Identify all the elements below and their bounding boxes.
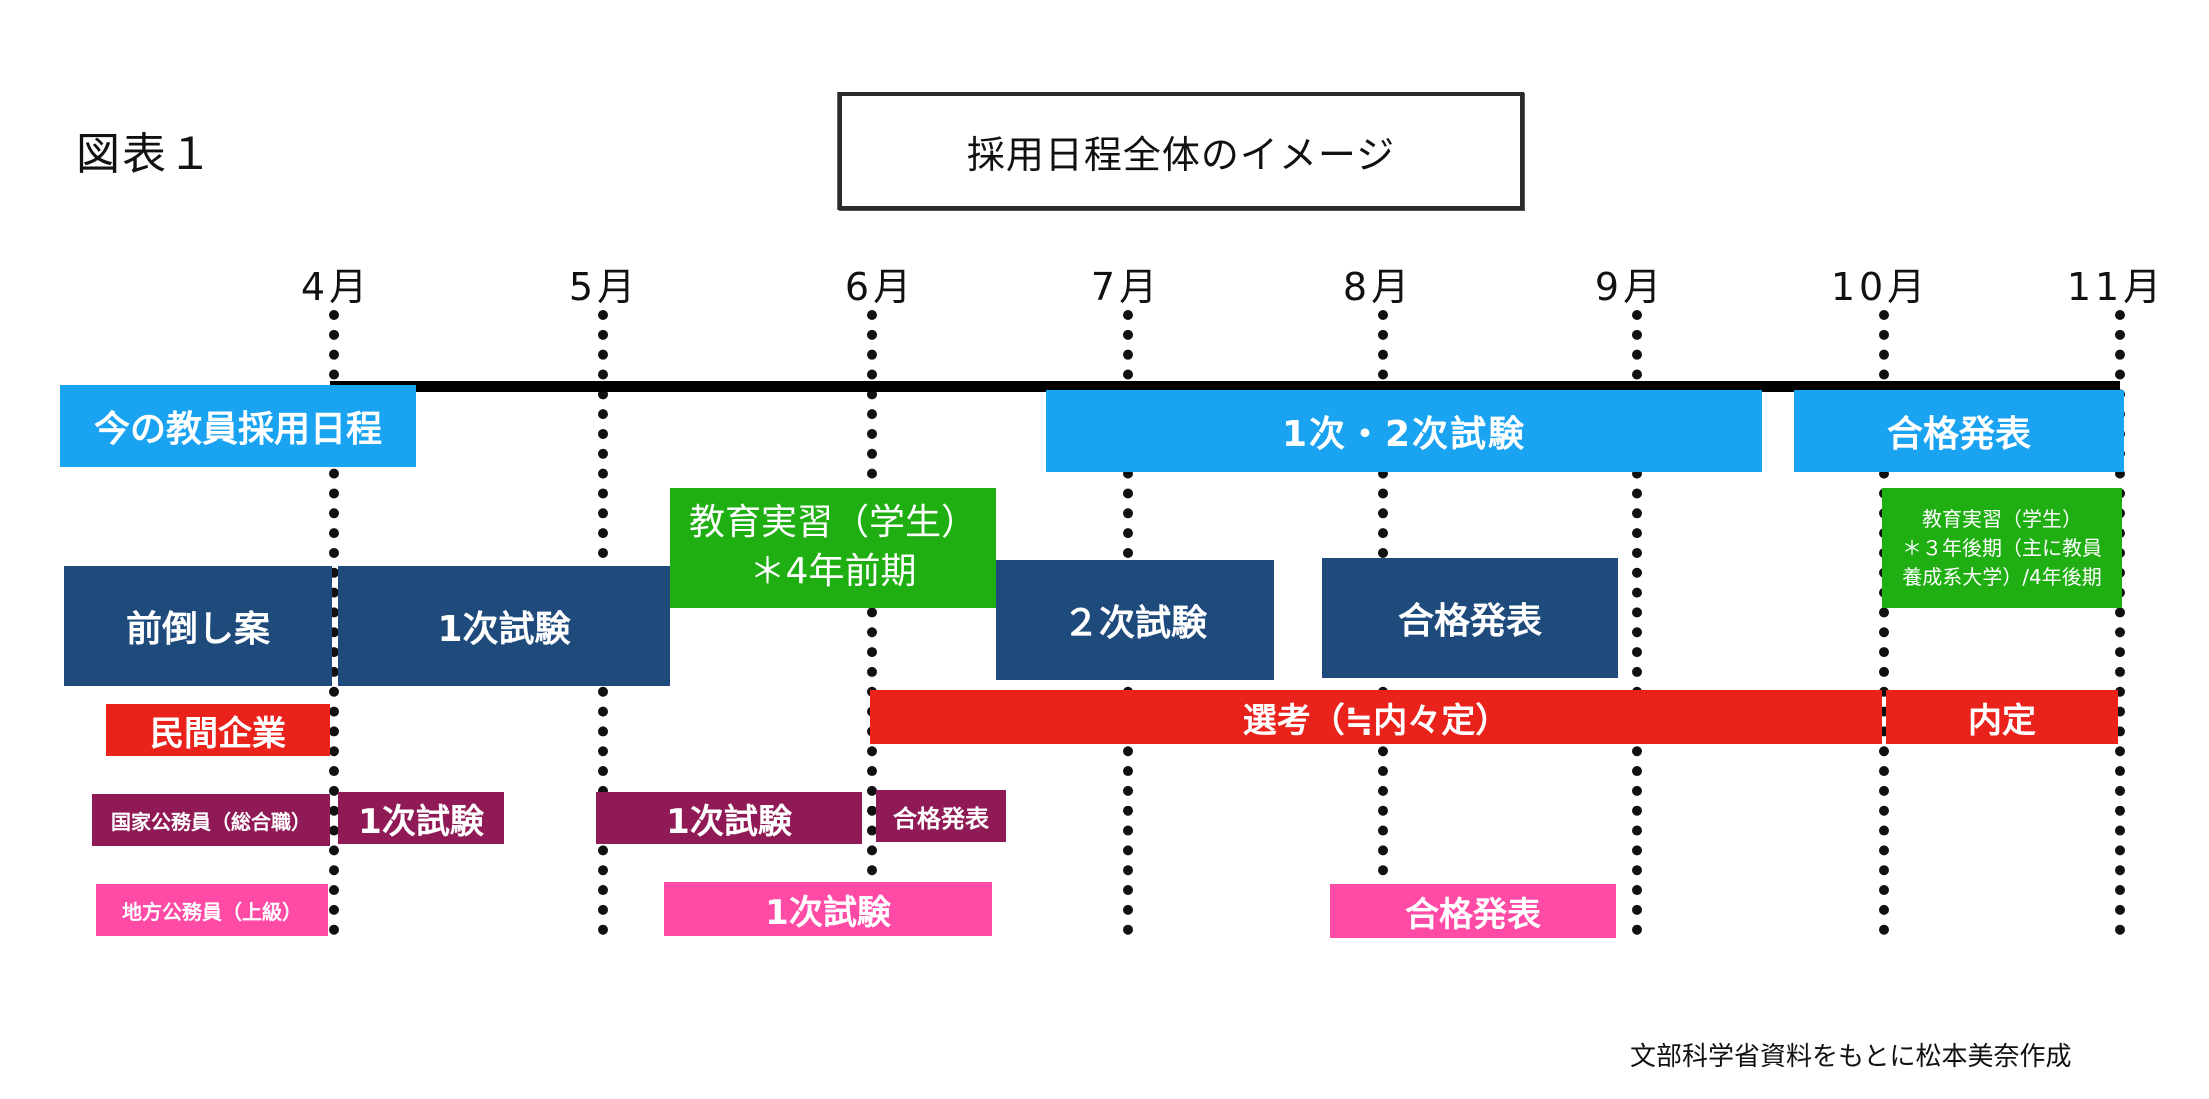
local-civil-service-label: 地方公務員（上級） (96, 884, 328, 936)
diagram-title: 採用日程全体のイメージ (838, 92, 1524, 210)
national-civil-service-label: 国家公務員（総合職） (92, 794, 330, 846)
month-gridline-nov (2115, 310, 2125, 935)
proposal-first-exam-bar: 1次試験 (338, 566, 670, 686)
month-label-jun: 6月 (844, 265, 916, 309)
proposal-practicum-line2: ＊4年前期 (749, 551, 917, 592)
national-first-exam-b-bar: 1次試験 (596, 792, 862, 844)
month-label-aug: 8月 (1342, 265, 1414, 309)
private-selection-bar: 選考（≒内々定） (870, 690, 1882, 744)
national-first-exam-a-bar: 1次試験 (338, 792, 504, 844)
month-gridline-sep (1632, 310, 1642, 935)
current-pass-bar: 合格発表 (1794, 390, 2124, 472)
month-label-may: 5月 (568, 265, 640, 309)
month-label-nov: 11月 (2066, 265, 2166, 309)
current-practicum-line2: ＊３年後期（主に教員 (1902, 535, 2102, 560)
proposal-pass-bar: 合格発表 (1322, 558, 1618, 678)
private-offer-bar: 内定 (1886, 690, 2118, 744)
current-practicum-line1: 教育実習（学生） (1922, 506, 2082, 531)
proposal-practicum-line1: 教育実習（学生） (688, 502, 977, 544)
national-pass-bar: 合格発表 (876, 790, 1006, 842)
current-exam-bar: 1次・2次試験 (1046, 390, 1762, 472)
current-practicum-bar: 教育実習（学生） ＊３年後期（主に教員 養成系大学）/4年後期 (1882, 488, 2122, 608)
current-schedule-label: 今の教員採用日程 (60, 385, 416, 467)
month-gridline-apr (329, 310, 339, 935)
month-label-oct: 10月 (1830, 265, 1930, 309)
month-label-sep: 9月 (1594, 265, 1666, 309)
month-label-jul: 7月 (1090, 265, 1162, 309)
figure-label: 図表１ (76, 129, 214, 180)
local-pass-bar: 合格発表 (1330, 884, 1616, 938)
proposal-practicum-bar: 教育実習（学生） ＊4年前期 (670, 488, 996, 608)
local-first-exam-bar: 1次試験 (664, 882, 992, 936)
current-practicum-line3: 養成系大学）/4年後期 (1902, 564, 2102, 589)
source-note: 文部科学省資料をもとに松本美奈作成 (1630, 1042, 2072, 1072)
proposal-second-exam-bar: ２次試験 (996, 560, 1274, 680)
month-gridline-jun (867, 310, 877, 935)
timeline-axis (330, 381, 2120, 392)
proposal-label: 前倒し案 (64, 566, 332, 686)
month-label-apr: 4月 (300, 265, 372, 309)
private-company-label: 民間企業 (106, 704, 330, 756)
month-gridline-oct (1879, 310, 1889, 935)
